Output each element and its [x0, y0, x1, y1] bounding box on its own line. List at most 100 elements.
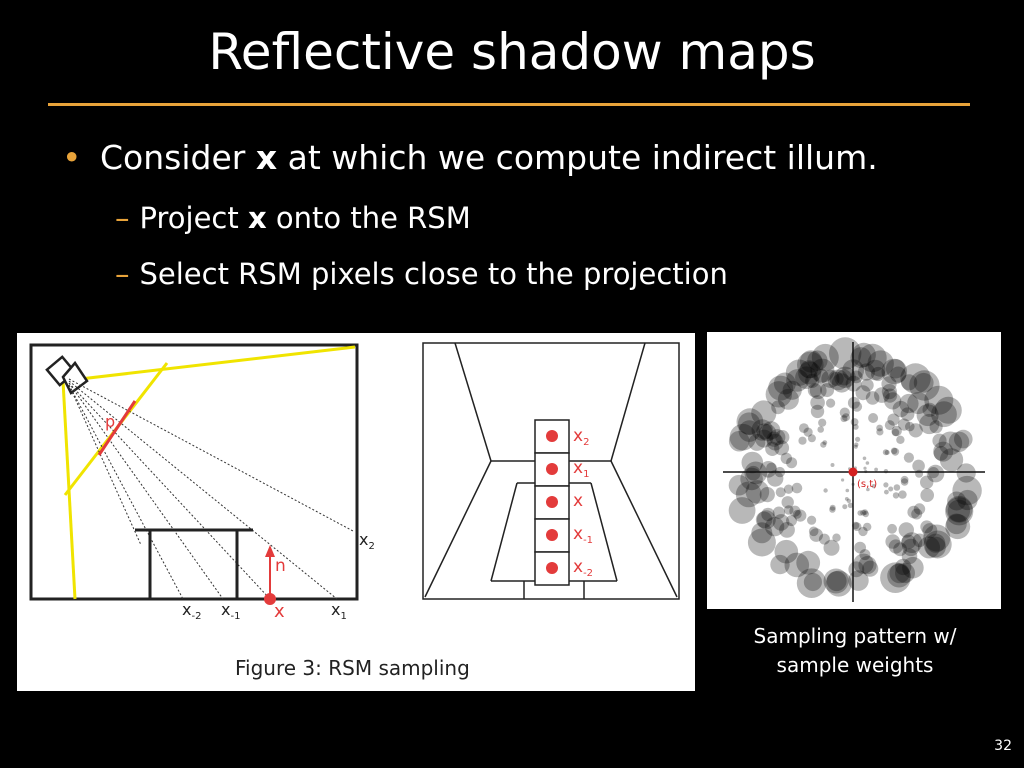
subbullet-2-text: Select RSM pixels close to the projectio… — [139, 257, 728, 291]
sample-disk — [871, 366, 886, 382]
sample-disk — [855, 436, 861, 442]
label-n: n — [275, 556, 286, 576]
sample-disk — [786, 457, 798, 469]
sample-disk — [874, 387, 890, 403]
sample-disk — [947, 499, 971, 522]
sample-disk — [744, 461, 768, 485]
sample-disk — [900, 475, 909, 484]
sample-disk — [851, 401, 863, 412]
sample-disk — [924, 385, 954, 415]
sample-disk — [880, 562, 911, 593]
sample-disk — [874, 467, 878, 472]
figure-caption: Figure 3: RSM sampling — [235, 656, 470, 680]
rsm-sampling-figure: p n x x-2 x-1 x1 x2 — [17, 333, 695, 691]
sample-disk — [901, 532, 923, 553]
sample-disk — [863, 522, 872, 532]
scene-box — [29, 343, 359, 601]
sample-disk — [862, 456, 867, 461]
sample-disk — [795, 366, 818, 389]
sample-disk — [786, 369, 809, 392]
sample-disk — [805, 373, 820, 388]
sample-disk — [896, 435, 905, 444]
sample-disk — [867, 350, 894, 377]
sample-disk — [745, 480, 770, 504]
sample-disk — [735, 481, 762, 508]
sample-disk — [813, 368, 829, 384]
sample-disk — [895, 563, 915, 583]
sample-disk — [854, 541, 866, 554]
sample-disk — [851, 342, 876, 367]
sample-disk — [796, 550, 821, 575]
sample-disk — [850, 347, 872, 369]
rsm-label-x: x — [573, 491, 583, 511]
sample-disk — [807, 383, 822, 398]
sample-disk — [774, 539, 799, 564]
sample-disk — [770, 554, 790, 575]
sample-disk — [829, 371, 844, 386]
sample-disk — [946, 513, 967, 535]
sample-disk — [889, 563, 910, 584]
sample-disk — [922, 523, 938, 539]
sample-disk — [775, 487, 786, 498]
sample-disk — [796, 568, 827, 598]
sample-disk — [736, 408, 764, 436]
label-x2: x2 — [359, 530, 375, 552]
sample-disk — [939, 448, 964, 472]
sample-disk — [756, 423, 773, 440]
sample-disk — [792, 509, 802, 519]
sample-disk — [948, 431, 970, 452]
sample-disk — [771, 400, 785, 415]
sample-disk — [740, 467, 763, 491]
sample-disk — [926, 464, 945, 483]
rsm-label-x-minus1: x-1 — [573, 524, 593, 546]
bullet-1-suffix: at which we compute indirect illum. — [277, 138, 878, 177]
sample-disk — [858, 343, 887, 373]
sample-disk — [845, 488, 850, 493]
sample-disk — [844, 497, 849, 501]
page-number: 32 — [994, 738, 1012, 754]
sample-disk — [891, 447, 900, 456]
sample-disk — [851, 521, 860, 530]
sample-disk — [791, 482, 803, 494]
sample-disk — [915, 469, 924, 478]
sample-disk — [751, 419, 773, 441]
sample-disk — [797, 351, 824, 379]
sample-disk — [911, 508, 923, 520]
label-x1: x1 — [331, 600, 347, 622]
sample-disk — [728, 497, 756, 524]
sample-disk — [774, 440, 790, 456]
sample-disk — [859, 549, 871, 561]
sample-disk — [934, 396, 962, 424]
sample-disk — [952, 475, 982, 506]
sample-disk — [923, 530, 952, 559]
bullet-1-prefix: Consider — [100, 138, 256, 177]
sample-disk — [852, 424, 859, 430]
slide-title: Reflective shadow maps — [208, 23, 816, 81]
sample-disk — [808, 526, 819, 537]
sample-disk — [891, 428, 900, 437]
sample-disk — [728, 474, 750, 496]
sample-disk — [912, 533, 927, 548]
sample-disk — [929, 420, 943, 434]
sample-disk — [729, 423, 757, 451]
sample-disk — [827, 369, 849, 391]
sample-disk — [863, 466, 867, 470]
sample-disk — [829, 506, 836, 513]
sample-disk — [907, 505, 920, 519]
sample-disk — [822, 440, 828, 445]
sample-disk — [922, 402, 937, 417]
sample-disk — [888, 486, 894, 492]
sample-disk — [818, 418, 827, 427]
sample-disk — [821, 369, 840, 388]
sample-disk — [858, 556, 877, 575]
sample-disk — [728, 430, 750, 452]
sample-disk — [932, 433, 947, 448]
sample-disk — [855, 385, 871, 401]
sample-disk — [825, 570, 852, 597]
sample-disk — [738, 420, 761, 442]
subbullet-2: –Select RSM pixels close to the projecti… — [115, 254, 728, 294]
sample-disk — [857, 510, 863, 516]
sample-disk — [756, 510, 776, 530]
sample-disk — [836, 369, 853, 386]
sample-disk — [755, 511, 773, 529]
